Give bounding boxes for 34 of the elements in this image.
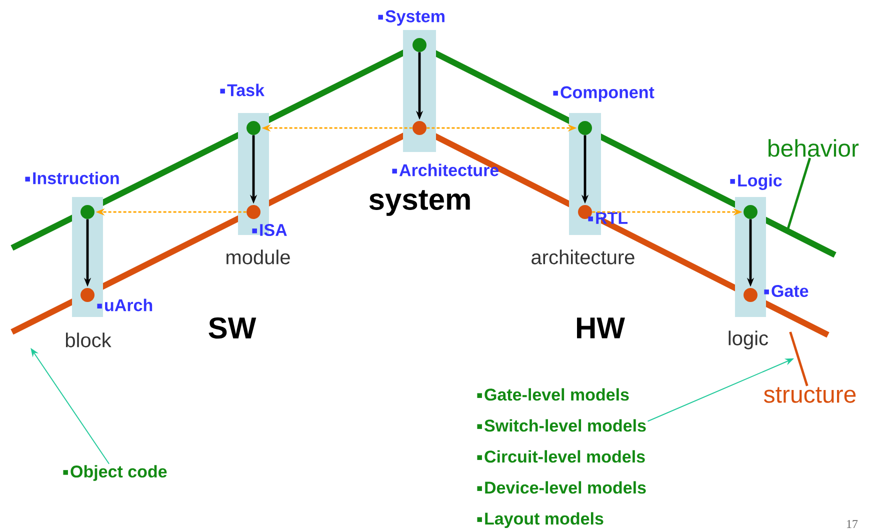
note-text: Object code — [63, 465, 167, 481]
level-caption: module — [226, 250, 290, 264]
level-label: Architecture — [392, 164, 499, 176]
level-caption: logic — [728, 330, 768, 350]
page-number: 17 — [847, 520, 858, 528]
level-dot — [246, 204, 260, 219]
leader-line — [789, 332, 808, 386]
level-caption: architecture — [532, 250, 634, 264]
level-dot — [80, 204, 94, 219]
level-dot — [578, 121, 592, 135]
level-label: Component — [553, 86, 654, 102]
level-label: RTL — [588, 212, 628, 224]
level-label: Task — [220, 84, 265, 96]
level-dot — [412, 38, 426, 52]
level-dot — [246, 121, 260, 135]
leader-line — [786, 158, 812, 232]
side-label: HW — [577, 318, 625, 338]
level-dot — [80, 288, 94, 302]
level-label: Gate — [764, 284, 808, 297]
level-dot — [412, 121, 426, 135]
level-label: Instruction — [25, 172, 119, 184]
level-dot — [744, 204, 758, 219]
level-dot — [744, 288, 758, 302]
level-label: uArch — [97, 298, 152, 312]
line-label: structure — [764, 387, 856, 403]
bullet-list: Gate-level models Switch-level models Circuit-level models Device-level models Layout models — [477, 388, 646, 528]
level-label: ISA — [252, 224, 287, 236]
level-caption: block — [66, 332, 112, 348]
level-label: System — [378, 10, 444, 26]
level-label: Logic — [730, 174, 782, 190]
line-label: behavior — [768, 139, 859, 157]
side-label: SW — [208, 317, 256, 339]
level-caption: system — [369, 190, 470, 216]
level-dot — [578, 204, 592, 219]
